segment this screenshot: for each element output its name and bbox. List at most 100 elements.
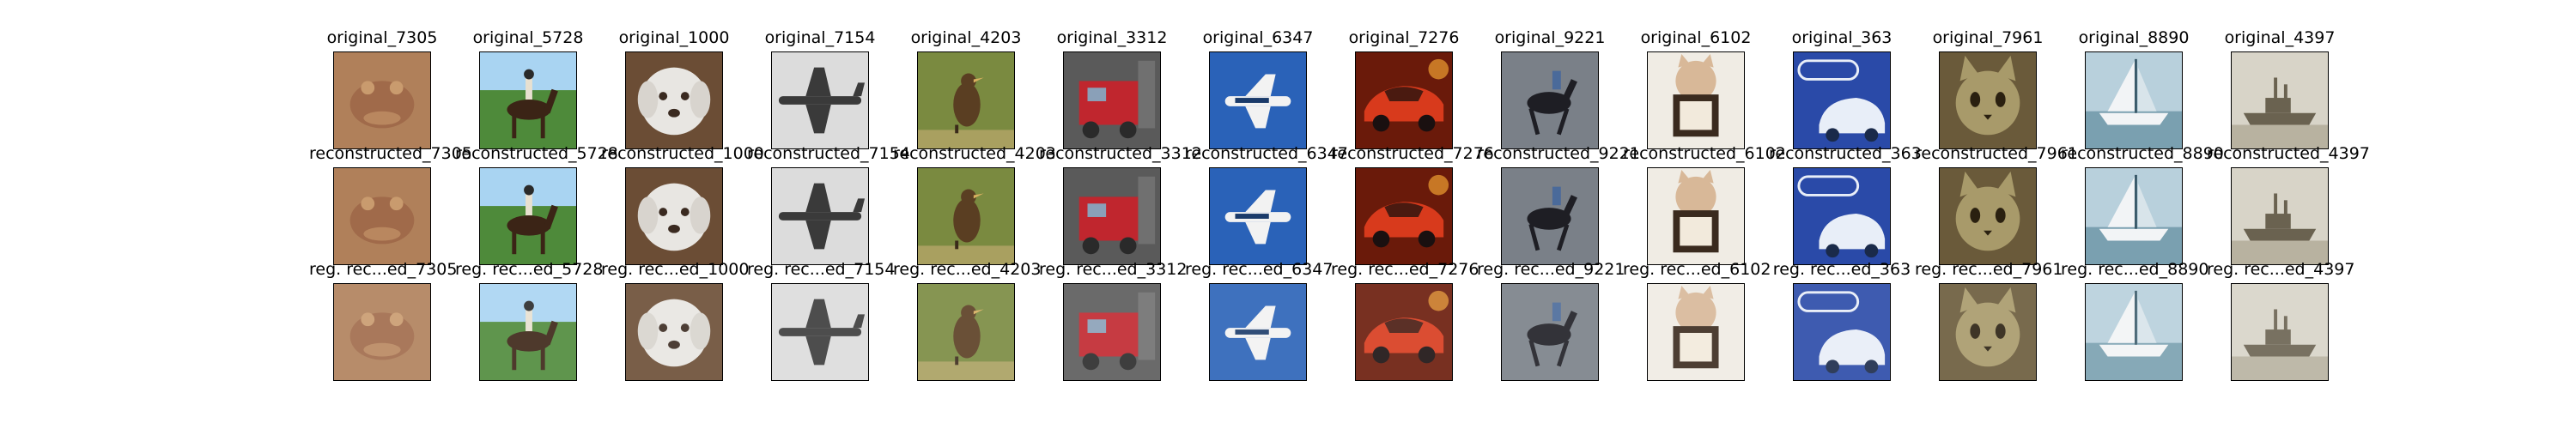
cat-icon — [1648, 168, 1744, 264]
regularized-reconstructed-image-7305 — [333, 283, 431, 381]
original-label-7154: original_7154 — [764, 28, 876, 47]
original-label-363: original_363 — [1791, 28, 1893, 47]
original-image-6347 — [1209, 51, 1307, 149]
regularized-reconstructed-image-7276 — [1355, 283, 1453, 381]
dog-icon — [626, 284, 722, 380]
reconstructed-image-7276 — [1355, 167, 1453, 265]
regularized-reconstructed-label-1000: reg. rec...ed_1000 — [601, 260, 750, 279]
reconstructed-label-9221: reconstructed_9221 — [1477, 144, 1640, 163]
horse-icon — [480, 284, 576, 380]
horse-icon — [1502, 168, 1598, 264]
bird-icon — [918, 284, 1014, 380]
regularized-reconstructed-image-363 — [1793, 283, 1891, 381]
reconstructed-label-8890: reconstructed_8890 — [2061, 144, 2224, 163]
original-label-3312: original_3312 — [1056, 28, 1168, 47]
reconstructed-label-6347: reconstructed_6347 — [1185, 144, 1348, 163]
reconstructed-label-1000: reconstructed_1000 — [601, 144, 764, 163]
regularized-reconstructed-image-5728 — [479, 283, 577, 381]
reconstructed-image-9221 — [1501, 167, 1599, 265]
reconstructed-label-7961: reconstructed_7961 — [1915, 144, 2078, 163]
regularized-reconstructed-label-7961: reg. rec...ed_7961 — [1915, 260, 2063, 279]
horse-icon — [480, 52, 576, 148]
reconstructed-image-363 — [1793, 167, 1891, 265]
original-label-4397: original_4397 — [2224, 28, 2336, 47]
regularized-reconstructed-image-6102 — [1647, 283, 1745, 381]
frog-icon — [334, 168, 430, 264]
original-image-3312 — [1063, 51, 1161, 149]
dog-icon — [626, 52, 722, 148]
reconstructed-image-5728 — [479, 167, 577, 265]
car-icon — [1356, 52, 1452, 148]
original-label-4203: original_4203 — [910, 28, 1022, 47]
original-label-1000: original_1000 — [618, 28, 730, 47]
reconstructed-image-6102 — [1647, 167, 1745, 265]
original-label-6102: original_6102 — [1640, 28, 1752, 47]
frog-icon — [334, 52, 430, 148]
regularized-reconstructed-image-4397 — [2231, 283, 2329, 381]
original-image-6102 — [1647, 51, 1745, 149]
truck-icon — [1064, 168, 1160, 264]
regularized-reconstructed-label-6347: reg. rec...ed_6347 — [1185, 260, 1334, 279]
cat-icon — [1940, 284, 2036, 380]
truck-icon — [1064, 284, 1160, 380]
original-image-4397 — [2231, 51, 2329, 149]
ship-icon — [2086, 284, 2182, 380]
reconstructed-image-3312 — [1063, 167, 1161, 265]
ship-icon — [2232, 284, 2328, 380]
reconstructed-image-8890 — [2085, 167, 2183, 265]
reconstructed-label-4397: reconstructed_4397 — [2207, 144, 2370, 163]
ship-icon — [2232, 168, 2328, 264]
bird-icon — [918, 52, 1014, 148]
reconstructed-image-1000 — [625, 167, 723, 265]
reconstructed-image-6347 — [1209, 167, 1307, 265]
regularized-reconstructed-label-7154: reg. rec...ed_7154 — [747, 260, 896, 279]
regularized-reconstructed-image-1000 — [625, 283, 723, 381]
original-label-7305: original_7305 — [326, 28, 438, 47]
original-image-7276 — [1355, 51, 1453, 149]
original-label-5728: original_5728 — [472, 28, 584, 47]
reconstructed-image-7961 — [1939, 167, 2037, 265]
reconstructed-image-4203 — [917, 167, 1015, 265]
original-image-7154 — [771, 51, 869, 149]
reconstructed-label-4203: reconstructed_4203 — [893, 144, 1056, 163]
reconstructed-image-7154 — [771, 167, 869, 265]
airplane-icon — [1210, 168, 1306, 264]
frog-icon — [334, 284, 430, 380]
regularized-reconstructed-label-7276: reg. rec...ed_7276 — [1331, 260, 1479, 279]
regularized-reconstructed-image-7154 — [771, 283, 869, 381]
regularized-reconstructed-label-363: reg. rec...ed_363 — [1772, 260, 1911, 279]
airplane-icon — [1210, 52, 1306, 148]
horse-icon — [1502, 52, 1598, 148]
airplane-icon — [772, 52, 868, 148]
regularized-reconstructed-label-3312: reg. rec...ed_3312 — [1039, 260, 1188, 279]
regularized-reconstructed-label-6102: reg. rec...ed_6102 — [1623, 260, 1771, 279]
reconstructed-image-7305 — [333, 167, 431, 265]
regularized-reconstructed-label-4397: reg. rec...ed_4397 — [2207, 260, 2355, 279]
horse-icon — [480, 168, 576, 264]
dog-icon — [626, 168, 722, 264]
airplane-icon — [772, 284, 868, 380]
car-icon — [1794, 52, 1890, 148]
original-image-7961 — [1939, 51, 2037, 149]
reconstructed-label-7305: reconstructed_7305 — [309, 144, 472, 163]
original-image-8890 — [2085, 51, 2183, 149]
regularized-reconstructed-label-4203: reg. rec...ed_4203 — [893, 260, 1042, 279]
truck-icon — [1064, 52, 1160, 148]
regularized-reconstructed-label-9221: reg. rec...ed_9221 — [1477, 260, 1625, 279]
regularized-reconstructed-image-7961 — [1939, 283, 2037, 381]
original-image-7305 — [333, 51, 431, 149]
reconstructed-label-7276: reconstructed_7276 — [1331, 144, 1494, 163]
ship-icon — [2086, 168, 2182, 264]
regularized-reconstructed-image-9221 — [1501, 283, 1599, 381]
bird-icon — [918, 168, 1014, 264]
cat-icon — [1940, 52, 2036, 148]
original-label-7961: original_7961 — [1932, 28, 2044, 47]
cat-icon — [1648, 284, 1744, 380]
reconstructed-label-7154: reconstructed_7154 — [747, 144, 910, 163]
original-label-7276: original_7276 — [1348, 28, 1460, 47]
cat-icon — [1940, 168, 2036, 264]
reconstructed-label-3312: reconstructed_3312 — [1039, 144, 1202, 163]
reconstructed-label-6102: reconstructed_6102 — [1623, 144, 1786, 163]
regularized-reconstructed-image-6347 — [1209, 283, 1307, 381]
horse-icon — [1502, 284, 1598, 380]
